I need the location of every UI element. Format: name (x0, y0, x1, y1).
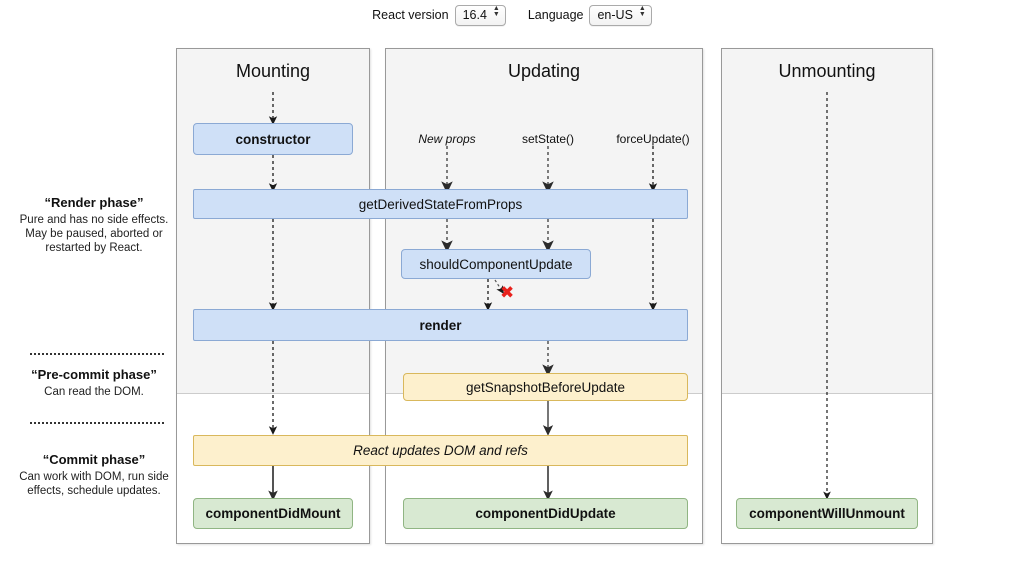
trigger-force-update: forceUpdate() (616, 132, 690, 146)
column-render-phase-shading (386, 49, 702, 394)
language-select[interactable]: en-US ▲ ▼ (589, 4, 652, 26)
react-version-label: React version (372, 8, 449, 22)
phase-description: Can work with DOM, run side effects, sch… (19, 471, 169, 497)
phase-pre-commit: “Pre-commit phase” Can read the DOM. (14, 367, 174, 399)
node-should-component-update[interactable]: shouldComponentUpdate (401, 249, 591, 279)
column-unmounting: Unmounting (721, 48, 933, 544)
phase-divider-render-precommit (30, 353, 164, 355)
node-get-derived-state-from-props[interactable]: getDerivedStateFromProps (193, 189, 688, 219)
phase-render: “Render phase” Pure and has no side effe… (14, 195, 174, 255)
trigger-set-state: setState() (521, 132, 575, 146)
stepper-up-icon: ▲ (638, 4, 646, 12)
column-title-unmounting: Unmounting (778, 61, 876, 81)
column-render-phase-shading (177, 49, 369, 394)
phase-commit: “Commit phase” Can work with DOM, run si… (14, 452, 174, 498)
language-label: Language (527, 8, 584, 22)
phase-description: Pure and has no side effects. May be pau… (19, 214, 169, 254)
phase-description: Can read the DOM. (44, 386, 144, 398)
skip-render-x-icon: ✖ (500, 283, 515, 303)
node-component-did-update[interactable]: componentDidUpdate (403, 498, 688, 529)
trigger-new-props: New props (418, 132, 476, 146)
stepper-down-icon: ▼ (492, 10, 500, 18)
column-updating: Updating (385, 48, 703, 544)
stepper-down-icon: ▼ (638, 10, 646, 18)
stepper-up-icon: ▲ (492, 4, 500, 12)
stepper-arrows-icon[interactable]: ▲ ▼ (492, 4, 500, 21)
language-value: en-US (597, 7, 633, 22)
column-title-mounting: Mounting (235, 61, 311, 81)
node-constructor[interactable]: constructor (193, 123, 353, 155)
react-version-select[interactable]: 16.4 ▲ ▼ (454, 4, 506, 26)
react-version-control: React version 16.4 ▲ ▼ (372, 4, 506, 26)
node-get-snapshot-before-update[interactable]: getSnapshotBeforeUpdate (403, 373, 688, 401)
diagram-controls-bar: React version 16.4 ▲ ▼ Language en-US ▲ … (0, 0, 1024, 30)
node-component-did-mount[interactable]: componentDidMount (193, 498, 353, 529)
phase-divider-precommit-commit (30, 422, 164, 424)
stepper-arrows-icon[interactable]: ▲ ▼ (638, 4, 646, 21)
column-render-phase-shading (722, 49, 932, 394)
node-component-will-unmount[interactable]: componentWillUnmount (736, 498, 918, 529)
react-version-value: 16.4 (462, 7, 487, 22)
phase-title: “Commit phase” (42, 452, 146, 467)
node-react-updates-dom-and-refs[interactable]: React updates DOM and refs (193, 435, 688, 466)
column-title-updating: Updating (507, 61, 581, 81)
node-render[interactable]: render (193, 309, 688, 341)
phase-title: “Pre-commit phase” (31, 367, 157, 382)
phase-title: “Render phase” (44, 195, 144, 210)
language-control: Language en-US ▲ ▼ (527, 4, 652, 26)
